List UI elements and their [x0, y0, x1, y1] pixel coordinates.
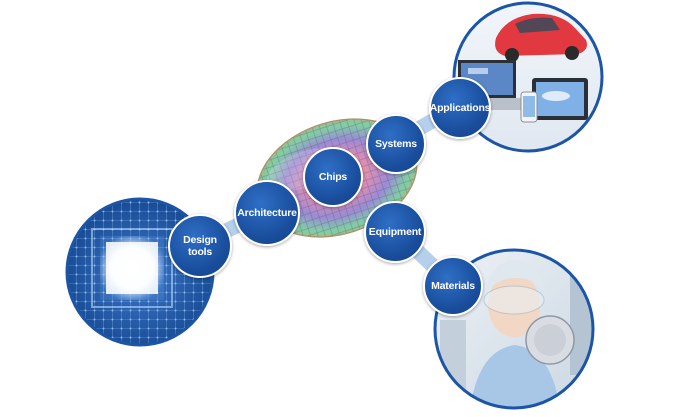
- node-equipment[interactable]: Equipment: [364, 201, 426, 263]
- node-applications[interactable]: Applications: [429, 77, 491, 139]
- node-chips[interactable]: Chips: [303, 147, 363, 207]
- node-materials-label: Materials: [431, 280, 475, 292]
- node-design-tools-label: Design tools: [183, 234, 217, 258]
- node-systems-label: Systems: [375, 138, 417, 150]
- node-chips-label: Chips: [318, 171, 348, 183]
- node-materials[interactable]: Materials: [423, 256, 483, 316]
- node-architecture-label: Architecture: [237, 207, 297, 219]
- node-design-tools[interactable]: Design tools: [168, 214, 232, 278]
- node-applications-label: Applications: [429, 102, 491, 114]
- circuit-board-image: [63, 195, 217, 349]
- node-architecture[interactable]: Architecture: [234, 180, 300, 246]
- node-equipment-label: Equipment: [368, 226, 422, 238]
- node-systems[interactable]: Systems: [366, 114, 426, 174]
